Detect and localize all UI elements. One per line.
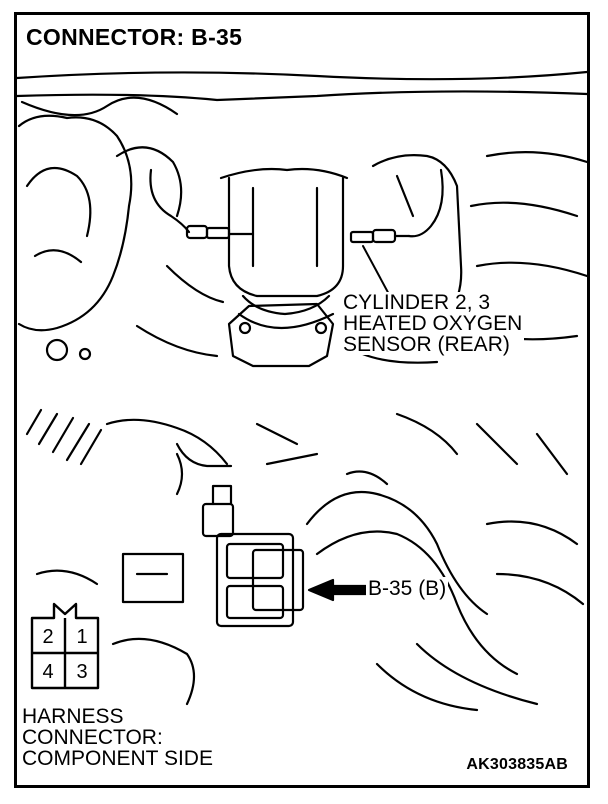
pin-layout-outline: 2 1 4 3 <box>30 602 100 690</box>
harness-connector-caption: HARNESS CONNECTOR: COMPONENT SIDE <box>22 706 213 769</box>
pin-4: 4 <box>42 661 53 683</box>
pin-3: 3 <box>76 661 87 683</box>
pin-1: 1 <box>76 626 87 648</box>
sensor-label-line-2: HEATED OXYGEN <box>341 312 525 335</box>
engine-underside-drawing <box>17 70 587 368</box>
connector-callout: B-35 (B) <box>366 577 449 600</box>
sensor-location-illustration <box>17 66 587 396</box>
figure-code: AK303835AB <box>466 756 568 773</box>
sensor-label-line-3: SENSOR (REAR) <box>341 334 525 355</box>
connector-location-illustration <box>17 404 587 714</box>
harness-label-line-1: HARNESS <box>22 705 124 728</box>
sensor-label-line-1: CYLINDER 2, 3 <box>341 292 525 313</box>
harness-label-line-2: CONNECTOR: <box>22 726 163 749</box>
pin-2: 2 <box>42 626 53 648</box>
connector-id-label: B-35 (B) <box>366 577 449 600</box>
connector-pin-diagram: 2 1 4 3 <box>28 596 102 692</box>
sensor-callout: CYLINDER 2, 3 HEATED OXYGEN SENSOR (REAR… <box>341 292 525 355</box>
harness-label-line-3: COMPONENT SIDE <box>22 747 213 770</box>
harness-connector-drawing <box>25 408 585 712</box>
page-title: CONNECTOR: B-35 <box>26 24 243 50</box>
